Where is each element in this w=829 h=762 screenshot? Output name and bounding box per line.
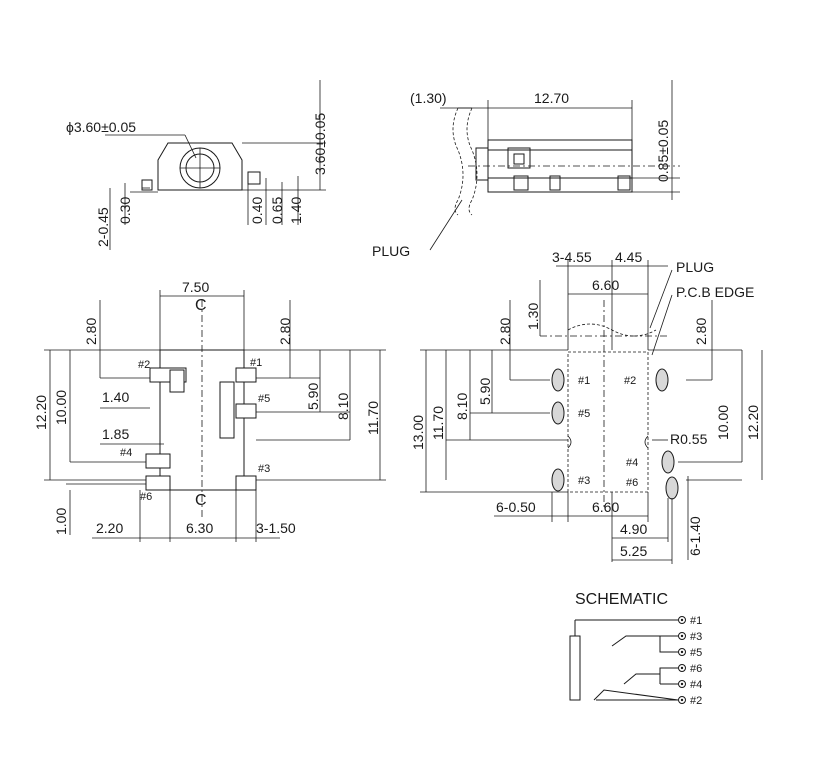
left-pin6-label: #6	[140, 491, 152, 503]
dim-2-045-label: 2-0.45	[95, 207, 111, 247]
centerline-top-label: C	[195, 297, 207, 314]
dim-130-paren-label: (1.30)	[410, 90, 447, 106]
right-r055-label: R0.55	[670, 431, 708, 447]
left-185-label: 1.85	[102, 426, 129, 442]
right-490-label: 4.90	[620, 521, 647, 537]
right-plug-label: PLUG	[676, 259, 714, 275]
sch-pin-label: #2	[690, 695, 702, 707]
right-pin5-label: #5	[578, 408, 590, 420]
right-280a-label: 2.80	[497, 318, 513, 345]
diameter-label: ϕ3.60±0.05	[66, 119, 136, 135]
centerline-bottom-label: C	[195, 492, 207, 509]
side-height-label: 3.60±0.05	[312, 113, 328, 175]
right-1170-label: 11.70	[430, 406, 446, 440]
right-pcb-layout: 13.00 11.70 8.10 5.90 2.80 1.30 2.80 10.…	[410, 249, 763, 564]
left-750-label: 7.50	[182, 279, 209, 295]
left-3-150-label: 3-1.50	[256, 520, 296, 536]
dim-140-label: 1.40	[288, 197, 304, 224]
right-pin2-label: #2	[624, 375, 636, 387]
schematic-title: SCHEMATIC	[575, 591, 668, 608]
right-1300-label: 13.00	[410, 415, 426, 450]
right-1220-label: 12.20	[745, 405, 761, 440]
right-280b-label: 2.80	[693, 318, 709, 345]
left-100-label: 1.00	[53, 508, 69, 535]
dim-1270-label: 12.70	[534, 90, 569, 106]
left-220-label: 2.20	[96, 520, 123, 536]
dim-065-label: 0.65	[269, 197, 285, 224]
left-140-label: 1.40	[102, 389, 129, 405]
sch-pin-label: #6	[690, 663, 702, 675]
left-630-label: 6.30	[186, 520, 213, 536]
left-pin4-label: #4	[120, 447, 132, 459]
right-3-455-label: 3-4.55	[552, 249, 592, 265]
left-pin5-label: #5	[258, 393, 270, 405]
sch-pin-label: #5	[690, 647, 702, 659]
right-pin6-label: #6	[626, 477, 638, 489]
right-590-label: 5.90	[477, 378, 493, 405]
plug-top-label: PLUG	[372, 243, 410, 259]
left-280a-label: 2.80	[83, 318, 99, 345]
left-590-label: 5.90	[305, 383, 321, 410]
right-1000-label: 10.00	[715, 405, 731, 440]
left-1170-label: 11.70	[365, 401, 381, 435]
sch-pin-label: #4	[690, 679, 702, 691]
sch-pin-label: #1	[690, 615, 702, 627]
right-660-bot-label: 6.60	[592, 499, 619, 515]
left-pin1-label: #1	[250, 357, 262, 369]
left-pin3-label: #3	[258, 463, 270, 475]
right-525-label: 5.25	[620, 543, 647, 559]
right-6-140-label: 6-1.40	[687, 516, 703, 556]
left-280b-label: 2.80	[277, 318, 293, 345]
right-pin3-label: #3	[578, 475, 590, 487]
front-view: ϕ3.60±0.05 3.60±0.05 2-0.45 0.30 0.40 0.…	[66, 80, 328, 250]
right-660-top-label: 6.60	[592, 277, 619, 293]
dim-085-label: 0.85±0.05	[655, 120, 671, 182]
schematic: SCHEMATIC #1 #3 #5 #6 #4 #2	[569, 591, 702, 707]
left-top-view: C C 7.50 12.20 10.00 2.80 2.80	[33, 279, 386, 542]
right-6-050-label: 6-0.50	[496, 499, 536, 515]
left-1000-label: 10.00	[53, 390, 69, 425]
left-pin2-label: #2	[138, 359, 150, 371]
right-pcb-label: P.C.B EDGE	[676, 284, 754, 300]
side-view: (1.30) 12.70 0.85±0.05 PLUG	[372, 80, 680, 259]
schematic-terminals	[678, 616, 686, 704]
right-810-label: 8.10	[454, 393, 470, 420]
left-1220-label: 12.20	[33, 395, 49, 430]
right-130-label: 1.30	[525, 303, 541, 330]
sch-pin-label: #3	[690, 631, 702, 643]
dim-040-label: 0.40	[249, 197, 265, 224]
dim-030-label: 0.30	[117, 197, 133, 224]
left-810-label: 8.10	[335, 393, 351, 420]
right-pin4-label: #4	[626, 457, 638, 469]
right-445-label: 4.45	[615, 249, 642, 265]
right-pin1-label: #1	[578, 375, 590, 387]
